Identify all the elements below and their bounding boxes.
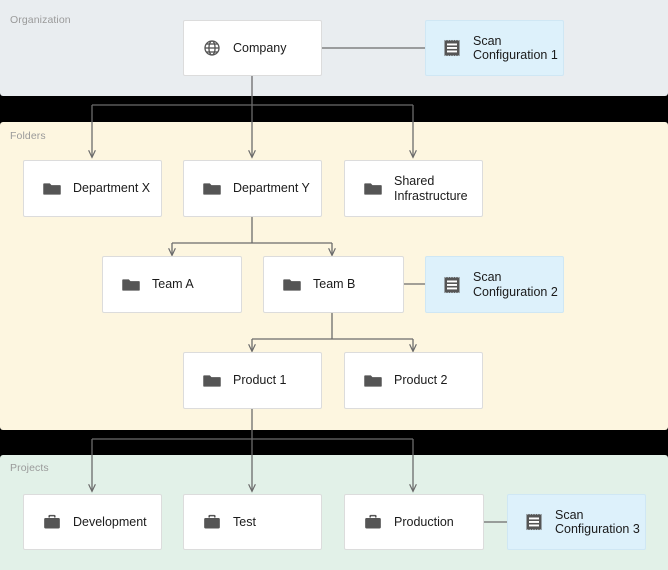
folder-icon [122,278,140,291]
node-team-a[interactable]: Team A [102,256,242,313]
receipt-icon [444,39,460,57]
node-label: Product 2 [394,373,448,388]
node-label: Production [394,514,454,529]
briefcase-icon [44,514,60,529]
folder-icon [203,374,221,387]
receipt-icon [444,276,460,293]
section-label-organization: Organization [10,14,71,26]
node-label: Department Y [233,181,310,196]
node-product-2[interactable]: Product 2 [344,352,483,409]
node-development[interactable]: Development [23,494,162,550]
node-label: Scan Configuration 2 [473,270,558,299]
globe-icon [204,40,220,56]
node-production[interactable]: Production [344,494,484,550]
node-department-x[interactable]: Department X [23,160,162,217]
folder-icon [283,278,301,291]
section-label-projects: Projects [10,462,49,474]
section-band-organization [0,0,668,96]
node-test[interactable]: Test [183,494,322,550]
node-label: Scan Configuration 1 [473,33,558,63]
node-label: Test [233,514,256,529]
node-shared-infrastructure[interactable]: Shared Infrastructure [344,160,483,217]
node-label: Company [233,40,287,55]
folder-icon [43,182,61,195]
node-scan-configuration-1[interactable]: Scan Configuration 1 [425,20,564,76]
node-product-1[interactable]: Product 1 [183,352,322,409]
folder-icon [364,182,382,195]
node-department-y[interactable]: Department Y [183,160,322,217]
node-scan-configuration-3[interactable]: Scan Configuration 3 [507,494,646,550]
folder-icon [364,374,382,387]
briefcase-icon [365,514,381,529]
node-scan-configuration-2[interactable]: Scan Configuration 2 [425,256,564,313]
node-team-b[interactable]: Team B [263,256,404,313]
node-label: Development [73,514,147,529]
node-label: Shared Infrastructure [394,174,468,203]
node-label: Product 1 [233,373,287,388]
node-label: Team B [313,277,356,292]
node-label: Department X [73,181,151,196]
node-company[interactable]: Company [183,20,322,76]
folder-icon [203,182,221,195]
node-label: Team A [152,277,194,292]
node-label: Scan Configuration 3 [555,507,640,537]
receipt-icon [526,513,542,531]
section-label-folders: Folders [10,130,46,142]
briefcase-icon [204,514,220,529]
